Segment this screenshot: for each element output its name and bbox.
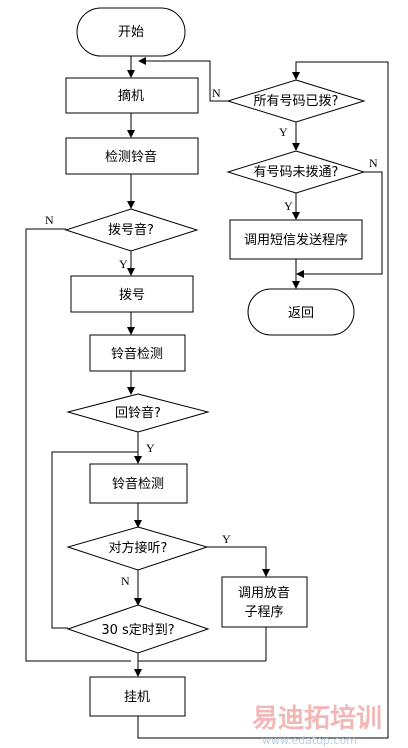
decision-dial-tone-label: 拨号音? [108, 222, 154, 238]
branch-labels: N Y Y Y N N Y N Y [45, 86, 378, 588]
decision-dial-tone: 拨号音? [64, 208, 199, 252]
node-return-label: 返回 [288, 306, 314, 321]
decision-all-dialed-label: 所有号码已拨? [254, 94, 339, 109]
label-no-all-dialed: N [212, 86, 221, 100]
node-play-sound-label-2: 子程序 [244, 605, 283, 620]
node-play-sound-label-1: 调用放音 [238, 585, 290, 601]
label-yes-dial-tone: Y [119, 257, 128, 271]
node-start-label: 开始 [118, 25, 144, 40]
node-offhook-label: 摘机 [118, 88, 144, 104]
decision-answered: 对方接听? [66, 526, 209, 571]
watermark-url: www.edatop.com [262, 734, 357, 747]
decision-unreached: 有号码未拨通? [226, 150, 366, 194]
decision-unreached-label: 有号码未拨通? [254, 165, 339, 180]
decision-ringback: 回铃音? [66, 393, 210, 433]
label-no-dial-tone: N [45, 213, 54, 227]
node-ring-detect-loop-label: 铃音检测 [112, 476, 164, 492]
watermark: 易迪拓培训 www.edatop.com [252, 704, 382, 747]
node-detect-ring-label: 检测铃音 [105, 149, 157, 165]
decision-all-dialed: 所有号码已拨? [226, 79, 366, 123]
node-sms: 调用短信发送程序 [229, 219, 363, 260]
label-yes-ringback: Y [146, 441, 155, 455]
label-yes-unreached: Y [284, 199, 293, 213]
node-sms-label: 调用短信发送程序 [244, 232, 348, 248]
node-hangup: 挂机 [89, 676, 186, 717]
decision-answered-label: 对方接听? [109, 540, 168, 556]
node-play-sound: 调用放音 子程序 [221, 576, 308, 628]
node-detect-ring: 检测铃音 [65, 137, 199, 175]
decision-ringback-label: 回铃音? [115, 405, 161, 421]
label-yes-all-dialed: Y [279, 125, 288, 139]
label-yes-answered: Y [222, 532, 231, 546]
node-ring-detect: 铃音检测 [89, 334, 186, 372]
connectors [25, 56, 389, 739]
node-ring-detect-loop: 铃音检测 [89, 463, 188, 504]
label-no-answered: N [121, 574, 130, 588]
node-ring-detect-label: 铃音检测 [111, 346, 163, 362]
watermark-brand: 易迪拓培训 [252, 704, 382, 734]
node-return: 返回 [247, 288, 355, 336]
node-start: 开始 [76, 7, 186, 57]
decision-timer: 30 s定时到? [66, 604, 210, 654]
node-offhook: 摘机 [65, 77, 199, 114]
node-hangup-label: 挂机 [124, 690, 150, 705]
label-no-unreached: N [369, 156, 378, 170]
node-dial: 拨号 [70, 275, 194, 313]
node-dial-label: 拨号 [119, 288, 145, 303]
decision-timer-label: 30 s定时到? [101, 623, 174, 638]
